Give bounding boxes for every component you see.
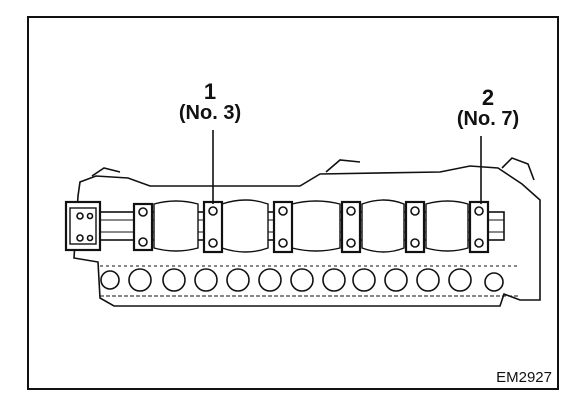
callout-journal-2: 2 (No. 7)	[418, 86, 558, 130]
cam-lobes	[153, 199, 469, 253]
bearing-journals	[132, 200, 490, 254]
callout-2-journal: (No. 7)	[456, 108, 520, 131]
callout-1-number: 1	[203, 79, 217, 104]
journal-rings	[138, 206, 484, 248]
lifter-bores	[100, 268, 504, 292]
callout-2-number: 2	[481, 85, 495, 110]
callout-1-journal: (No. 3)	[178, 102, 242, 125]
figure-code: EM2927	[496, 369, 552, 386]
head-outline	[73, 165, 541, 307]
sprocket-end	[64, 200, 102, 252]
callout-journal-1: 1 (No. 3)	[150, 80, 270, 124]
